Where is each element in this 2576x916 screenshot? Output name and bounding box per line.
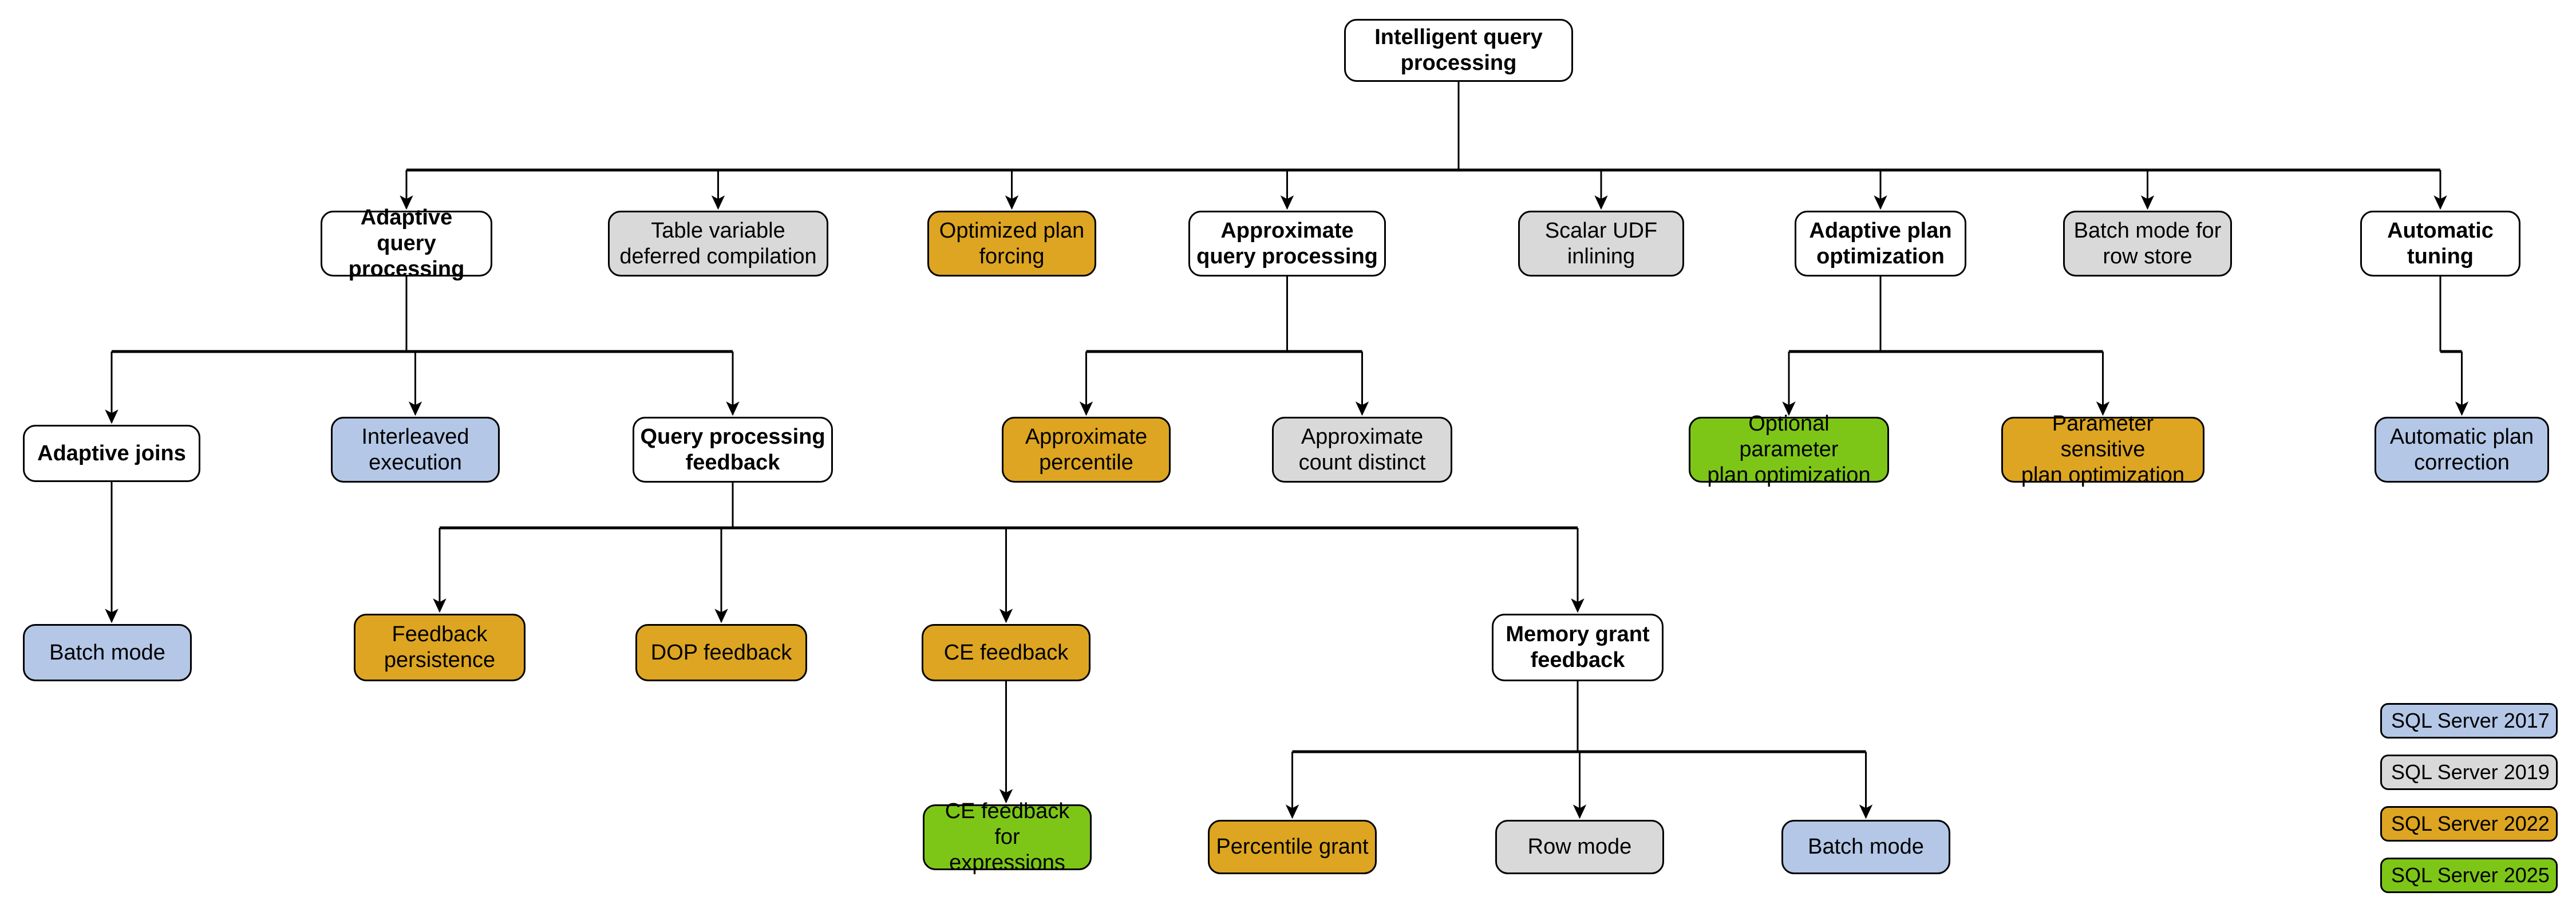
legend-item-sql-server-2022[interactable]: SQL Server 2022 — [2380, 806, 2558, 842]
node-label: Intelligent query processing — [1374, 25, 1543, 75]
legend-item-sql-server-2025[interactable]: SQL Server 2025 — [2380, 858, 2558, 893]
node-approximate-query-processing[interactable]: Approximate query processing — [1188, 211, 1386, 277]
node-label: Batch mode for row store — [2073, 218, 2222, 269]
node-label: Adaptive plan optimization — [1809, 218, 1952, 269]
node-label: Adaptive joins — [37, 441, 186, 465]
node-adaptive-joins[interactable]: Adaptive joins — [23, 425, 200, 482]
node-label: Batch mode — [1808, 835, 1924, 859]
node-table-variable-deferred-compilation[interactable]: Table variable deferred compilation — [608, 211, 828, 277]
node-label: Scalar UDF inlining — [1544, 218, 1658, 269]
node-ce-feedback-for-expressions[interactable]: CE feedback for expressions — [923, 799, 1092, 875]
node-label: Automatic plan correction — [2389, 424, 2534, 475]
node-feedback-persistence[interactable]: Feedback persistence — [354, 614, 526, 681]
node-label: Feedback persistence — [384, 622, 496, 672]
node-label: CE feedback — [943, 640, 1069, 665]
node-label: CE feedback for expressions — [945, 799, 1070, 875]
node-label: Interleaved execution — [361, 424, 469, 475]
legend-item-label: SQL Server 2019 — [2391, 760, 2550, 784]
node-approximate-count-distinct[interactable]: Approximate count distinct — [1272, 417, 1452, 483]
node-batch-mode-for-row-store[interactable]: Batch mode for row store — [2063, 211, 2232, 277]
node-label: Optional parameter plan optimization — [1707, 412, 1871, 487]
legend-item-sql-server-2019[interactable]: SQL Server 2019 — [2380, 755, 2558, 790]
node-dop-feedback[interactable]: DOP feedback — [635, 624, 807, 681]
node-label: Batch mode — [49, 640, 165, 665]
node-ce-feedback[interactable]: CE feedback — [922, 624, 1091, 681]
node-label: Approximate count distinct — [1298, 424, 1426, 475]
legend-item-sql-server-2017[interactable]: SQL Server 2017 — [2380, 703, 2558, 739]
node-batch-mode-1[interactable]: Batch mode — [23, 624, 192, 681]
node-percentile-grant[interactable]: Percentile grant — [1208, 820, 1377, 874]
legend-item-label: SQL Server 2017 — [2391, 709, 2550, 732]
node-label: Adaptive query processing — [348, 206, 465, 281]
node-query-processing-feedback[interactable]: Query processing feedback — [633, 417, 833, 483]
node-optional-parameter-plan-optimization[interactable]: Optional parameter plan optimization — [1689, 412, 1889, 487]
node-label: Optimized plan forcing — [939, 218, 1085, 269]
node-label: Percentile grant — [1216, 835, 1369, 859]
node-scalar-udf-inlining[interactable]: Scalar UDF inlining — [1518, 211, 1684, 277]
node-label: Row mode — [1527, 835, 1632, 859]
node-label: Memory grant feedback — [1506, 622, 1650, 672]
node-adaptive-query-processing[interactable]: Adaptive query processing — [321, 206, 492, 281]
node-optimized-plan-forcing[interactable]: Optimized plan forcing — [927, 211, 1096, 277]
node-label: Approximate query processing — [1196, 218, 1378, 269]
legend-item-label: SQL Server 2022 — [2391, 812, 2550, 835]
node-adaptive-plan-optimization[interactable]: Adaptive plan optimization — [1795, 211, 1966, 277]
legend-item-label: SQL Server 2025 — [2391, 863, 2550, 887]
node-label: Automatic tuning — [2387, 218, 2494, 269]
node-label: Query processing feedback — [640, 424, 825, 475]
node-label: Parameter sensitive plan optimization — [2021, 412, 2185, 487]
node-label: Approximate percentile — [1025, 424, 1148, 475]
node-batch-mode-2[interactable]: Batch mode — [1781, 820, 1950, 874]
node-label: DOP feedback — [650, 640, 792, 665]
node-interleaved-execution[interactable]: Interleaved execution — [331, 417, 500, 483]
node-parameter-sensitive-plan-optimization[interactable]: Parameter sensitive plan optimization — [2001, 412, 2204, 487]
node-approximate-percentile[interactable]: Approximate percentile — [1002, 417, 1171, 483]
node-automatic-plan-correction[interactable]: Automatic plan correction — [2374, 417, 2549, 483]
node-root[interactable]: Intelligent query processing — [1344, 19, 1573, 82]
node-label: Table variable deferred compilation — [619, 218, 817, 269]
node-automatic-tuning[interactable]: Automatic tuning — [2360, 211, 2520, 277]
node-memory-grant-feedback[interactable]: Memory grant feedback — [1492, 614, 1664, 681]
node-row-mode[interactable]: Row mode — [1495, 820, 1664, 874]
